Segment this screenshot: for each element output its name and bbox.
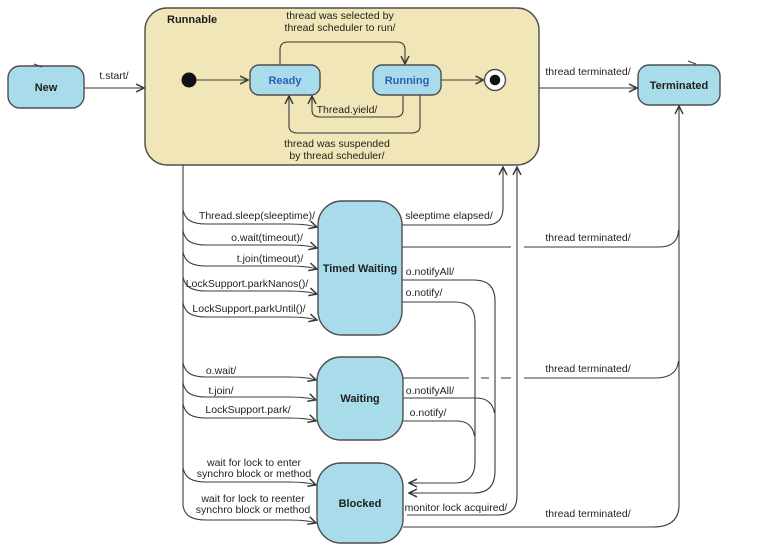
label-wait-reenter-2: synchro block or method (196, 504, 311, 516)
state-terminated-label: Terminated (650, 80, 708, 92)
edge-sleep (182, 209, 317, 227)
label-wait-enter-2: synchro block or method (197, 468, 312, 480)
edge-blocked-terminated (403, 106, 679, 528)
label-tw-notify: o.notify/ (406, 287, 443, 299)
label-selected-2: thread scheduler to run/ (285, 22, 396, 34)
edge-wait-reenter (182, 505, 316, 523)
label-selected-1: thread was selected by (286, 10, 394, 22)
label-o-wait: o.wait/ (206, 365, 236, 377)
label-w-terminated: thread terminated/ (545, 363, 630, 375)
label-sleeptime-elapsed: sleeptime elapsed/ (405, 210, 493, 222)
final-state-dot (489, 74, 501, 86)
state-runnable (144, 7, 540, 166)
label-lock-park: LockSupport.park/ (205, 404, 290, 416)
label-wait-reenter-1: wait for lock to reenter (200, 493, 305, 505)
state-runnable-label: Runnable (167, 14, 217, 26)
edge-lock-park (182, 403, 316, 421)
label-w-notify: o.notify/ (410, 407, 447, 419)
label-yield: Thread.yield/ (317, 104, 378, 116)
initial-state-icon (181, 72, 197, 88)
label-wait-enter-1: wait for lock to enter (206, 457, 301, 469)
edge-park-nanos (182, 276, 317, 294)
state-timed-waiting (317, 200, 403, 336)
edge-wait-timeout (182, 230, 317, 248)
label-tw-terminated: thread terminated/ (545, 232, 630, 244)
tick-above-new (33, 63, 43, 68)
label-monitor-lock: monitor lock acquired/ (405, 502, 508, 514)
edge-tw-notify (402, 301, 476, 483)
edge-yield (312, 95, 404, 118)
state-new-label: New (35, 82, 58, 94)
state-waiting-label: Waiting (340, 393, 379, 405)
edge-t-join (182, 382, 316, 400)
edge-o-wait (182, 362, 316, 380)
edge-monitor-lock (407, 167, 517, 516)
state-new (7, 65, 85, 109)
label-t-start: t.start/ (99, 70, 128, 82)
state-blocked (316, 462, 404, 544)
label-join-timeout: t.join(timeout)/ (237, 253, 304, 265)
label-park-nanos: LockSupport.parkNanos()/ (186, 278, 309, 290)
label-blocked-terminated: thread terminated/ (545, 508, 630, 520)
label-t-join: t.join/ (208, 385, 233, 397)
edge-w-notify (403, 420, 476, 437)
edge-tw-notify-all (402, 279, 496, 493)
edge-sleeptime-elapsed (402, 167, 503, 226)
label-terminated-top: thread terminated/ (545, 66, 630, 78)
label-tw-notify-all: o.notifyAll/ (406, 266, 455, 278)
edge-ready-to-running (279, 41, 405, 65)
state-running-label: Running (385, 75, 430, 87)
state-waiting (316, 356, 404, 441)
label-w-notify-all: o.notifyAll/ (406, 385, 455, 397)
label-suspended-1: thread was suspended (284, 138, 390, 150)
state-timed-waiting-label: Timed Waiting (323, 263, 398, 275)
tick-above-terminated (687, 60, 697, 65)
label-sleep: Thread.sleep(sleeptime)/ (199, 210, 315, 222)
state-running (372, 64, 442, 96)
label-wait-timeout: o.wait(timeout)/ (231, 232, 303, 244)
label-suspended-2: by thread scheduler/ (289, 150, 384, 162)
edge-wait-enter (182, 467, 316, 485)
edge-park-until (182, 302, 317, 320)
state-ready-label: Ready (268, 75, 302, 87)
state-terminated (637, 64, 721, 106)
edge-join-timeout (182, 251, 317, 269)
state-blocked-label: Blocked (339, 498, 382, 510)
state-ready (249, 64, 321, 96)
edge-w-terminated (403, 360, 680, 379)
label-park-until: LockSupport.parkUntil()/ (192, 303, 305, 315)
edge-suspended (289, 95, 421, 134)
edge-tw-terminated (402, 229, 680, 248)
edge-w-notify-all (403, 397, 496, 414)
